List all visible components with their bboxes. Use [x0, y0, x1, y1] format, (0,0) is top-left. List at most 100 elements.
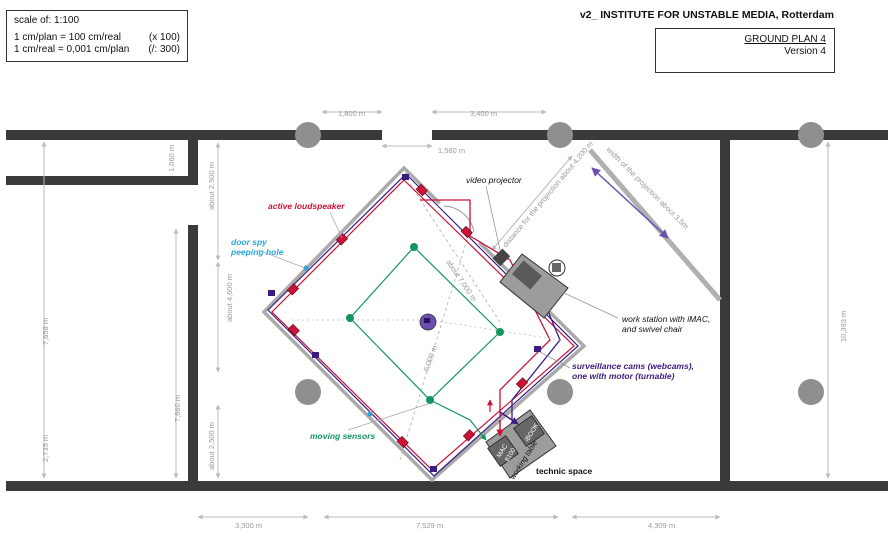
- column-top-2: [547, 122, 573, 148]
- door-swing: [443, 205, 475, 233]
- dim-about-mid: about 4,600 m: [225, 274, 234, 322]
- projector-workstation: [485, 185, 619, 319]
- cams-leader: [539, 351, 571, 369]
- door-spy-leader: [257, 249, 306, 269]
- sensor: [496, 328, 504, 336]
- wall-left-stub: [6, 176, 198, 185]
- wall-top-right: [432, 130, 888, 140]
- wall-top-left: [6, 130, 382, 140]
- projection-screen: [588, 148, 722, 302]
- dim-line-projection: [491, 155, 573, 251]
- column-top-3: [798, 122, 824, 148]
- dim-bottom-mid: 7,529 m: [416, 521, 443, 530]
- wall-bottom: [6, 481, 888, 491]
- surveillance-cams: [268, 174, 545, 472]
- technic-space: [485, 399, 557, 479]
- interior-dotted: [292, 319, 561, 341]
- scale-factor-1: (x 100): [148, 32, 180, 43]
- loudspeaker: [396, 435, 409, 449]
- loudspeaker: [462, 429, 476, 442]
- column-mid-2: [547, 379, 573, 405]
- sensors: [346, 243, 504, 404]
- columns: [295, 122, 824, 405]
- peeping-hole-label: peeping hole: [230, 247, 284, 257]
- sensor: [346, 314, 354, 322]
- video-projector-label: video projector: [466, 175, 523, 185]
- scale-title: scale of: 1:100: [14, 15, 80, 26]
- webcam: [312, 352, 319, 358]
- wall-inner-upper: [188, 140, 198, 185]
- wall-right-divider: [720, 140, 730, 481]
- workstation-leader: [561, 291, 619, 319]
- plan-version: Version 4: [784, 46, 826, 57]
- cams-label-1: surveillance cams (webcams),: [572, 361, 694, 371]
- dim-left-total: 7,658 m: [41, 318, 50, 345]
- sensor: [410, 243, 418, 251]
- active-loudspeaker-label: active loudspeaker: [268, 201, 345, 211]
- dim-bottom-right: 4,309 m: [648, 521, 675, 530]
- dotted-line: [429, 319, 561, 341]
- dim-line-diag-7000: [409, 183, 501, 323]
- walls: [6, 130, 888, 491]
- dim-right-total: 10,393 m: [839, 311, 848, 342]
- mac-8100: [487, 435, 519, 467]
- dim-left-wall-height: 1,060 m: [167, 145, 176, 172]
- door-spy: [303, 265, 309, 271]
- ibook: [513, 415, 545, 447]
- moving-sensors-label: moving sensors: [310, 431, 375, 441]
- dim-inner-left: 7,660 m: [173, 395, 182, 422]
- cable-route-red: [420, 199, 551, 418]
- plan-title-box: GROUND PLAN 4 Version 4: [655, 28, 835, 73]
- workstation-label-2: and swivel chair: [622, 324, 684, 334]
- dim-about-upper: about 2,500 m: [207, 162, 216, 210]
- dim-door-width: 1,580 m: [438, 146, 465, 155]
- webcam: [430, 466, 437, 472]
- webcam: [402, 174, 409, 180]
- cable-route-purple: [511, 291, 561, 420]
- column-top-1: [295, 122, 321, 148]
- workstation-label-1: work station with iMAC,: [622, 314, 710, 324]
- swivel-chair-seat: [552, 263, 561, 272]
- dimension-lines: [41, 109, 831, 520]
- loudspeaker: [515, 377, 529, 390]
- column-mid-3: [798, 379, 824, 405]
- webcam: [534, 346, 541, 352]
- dim-bottom-left: 3,300 m: [235, 521, 262, 530]
- dim-top-left: 1,800 m: [338, 109, 365, 118]
- dim-diag-6000: 6,000 m: [421, 344, 439, 373]
- loudspeaker: [287, 323, 300, 337]
- dim-top-mid: 3,400 m: [470, 109, 497, 118]
- loudspeaker: [286, 283, 300, 296]
- dim-left-lower: 2,735 m: [41, 435, 50, 462]
- cams-label-2: one with motor (turnable): [572, 371, 675, 381]
- purple-arrow-technic: [499, 411, 519, 425]
- webcam: [268, 290, 275, 296]
- loudspeaker: [335, 233, 349, 246]
- scale-row-1: 1 cm/plan = 100 cm/real (x 100): [14, 32, 180, 44]
- sensor-leader: [347, 403, 429, 431]
- loudspeaker: [415, 183, 428, 197]
- institute-title: v2_ INSTITUTE FOR UNSTABLE MEDIA, Rotter…: [579, 9, 834, 21]
- projector-leader: [485, 185, 501, 251]
- scale-factor-2: (/: 300): [148, 44, 180, 55]
- column-mid-1: [295, 379, 321, 405]
- wall-inner-lower: [188, 225, 198, 481]
- scale-row-2: 1 cm/real = 0,001 cm/plan (/: 300): [14, 44, 180, 56]
- sensor-cable: [429, 399, 487, 441]
- imac: [512, 260, 542, 290]
- loudspeakers: [286, 183, 529, 449]
- dim-line-diag-6000: [399, 229, 471, 461]
- room-gap: [437, 200, 483, 245]
- video-projector: [492, 248, 511, 267]
- dim-about-lower: about 2,500 m: [207, 422, 216, 470]
- loudspeaker-leader: [329, 211, 343, 239]
- plan-title: GROUND PLAN 4: [744, 34, 826, 45]
- technic-space-label: technic space: [536, 466, 592, 476]
- scale-line-1: 1 cm/plan = 100 cm/real: [14, 32, 121, 43]
- door-spy-2: [367, 411, 373, 417]
- scale-box: scale of: 1:100 1 cm/plan = 100 cm/real …: [6, 10, 188, 62]
- dim-projection-distance: distance for the projection about 4,200 …: [501, 139, 595, 249]
- scale-line-2: 1 cm/real = 0,001 cm/plan: [14, 44, 130, 55]
- door-spy-label: door spy: [231, 237, 268, 247]
